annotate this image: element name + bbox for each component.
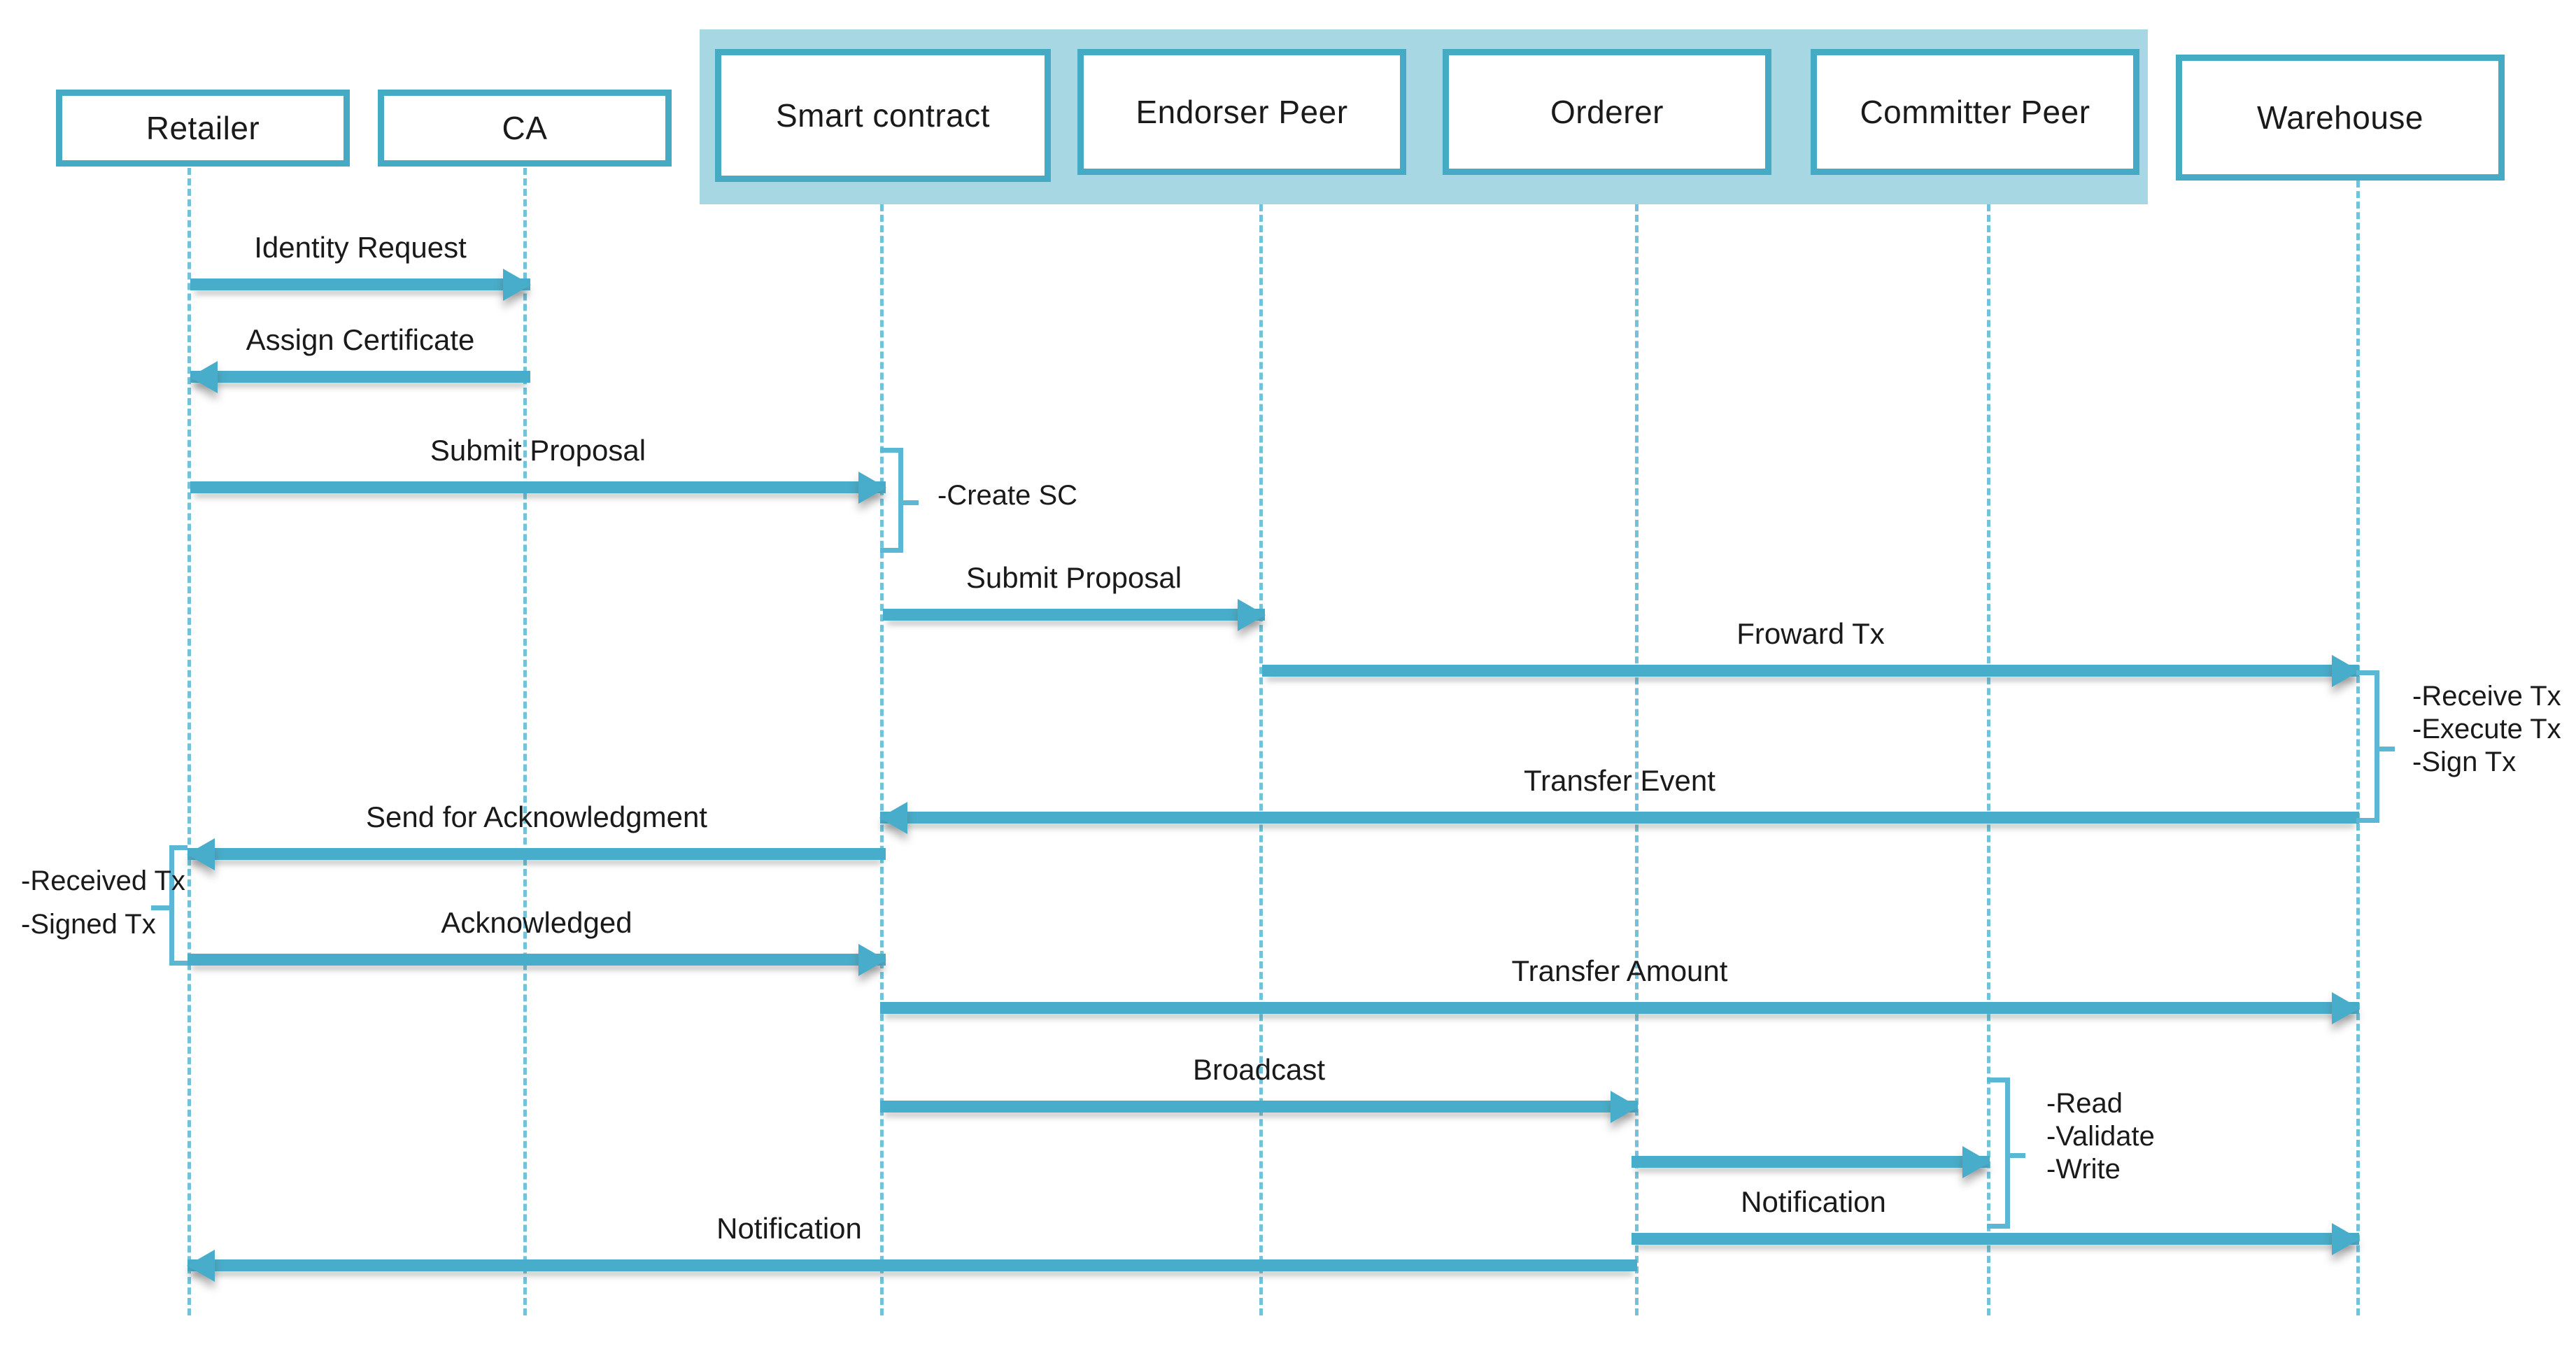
brace-arm-bottom	[2356, 818, 2375, 823]
arrow-head-right-icon	[503, 269, 531, 301]
brace-tip	[900, 500, 919, 505]
message-label: Broadcast	[1192, 1053, 1326, 1086]
note-line: -Received Tx	[21, 866, 185, 896]
participant-label-warehouse: Warehouse	[2256, 99, 2424, 136]
brace-arm-bottom	[1987, 1224, 2005, 1229]
arrow-head-left-icon	[879, 802, 907, 834]
participant-box-endorser-peer[interactable]: Endorser Peer	[1077, 49, 1406, 175]
note-line: -Validate	[2046, 1121, 2155, 1152]
note-warehouse-actions: -Receive Tx -Execute Tx -Sign Tx	[2412, 680, 2561, 779]
brace-arm-top	[169, 845, 187, 850]
participant-box-ca[interactable]: CA	[378, 90, 672, 167]
note-line: -Create SC	[937, 480, 1078, 511]
message-line	[190, 481, 886, 493]
participant-label-retailer: Retailer	[146, 110, 260, 146]
brace-retailer-actions	[151, 845, 193, 966]
arrow-head-right-icon	[2332, 1223, 2360, 1255]
message-label: Transfer Amount	[1511, 954, 1728, 987]
lifeline-committer-peer	[1987, 204, 1990, 1315]
message-label: Notification	[716, 1212, 862, 1245]
message-line	[880, 812, 2359, 824]
brace-arm-bottom	[169, 961, 187, 966]
lifeline-ca	[523, 168, 527, 1315]
participant-label-endorser-peer: Endorser Peer	[1135, 94, 1348, 130]
brace-create-sc	[880, 448, 922, 553]
brace-tip	[151, 905, 169, 910]
note-line: -Receive Tx	[2412, 681, 2561, 712]
brace-arm-bottom	[880, 548, 898, 553]
note-line: -Signed Tx	[21, 909, 156, 940]
message-label: Submit Proposal	[430, 434, 646, 467]
arrow-head-left-icon	[187, 838, 215, 870]
participant-label-orderer: Orderer	[1550, 94, 1664, 130]
brace-arm-top	[1987, 1078, 2005, 1082]
message-line	[187, 848, 886, 860]
message-line	[880, 1002, 2359, 1014]
arrow-head-left-icon	[187, 1250, 215, 1282]
brace-vertical	[169, 845, 174, 966]
message-label: Transfer Event	[1524, 764, 1715, 797]
arrow-head-right-icon	[1238, 599, 1266, 631]
brace-tip	[2007, 1153, 2025, 1158]
message-line	[190, 371, 530, 383]
participant-box-retailer[interactable]: Retailer	[56, 90, 350, 167]
lifeline-orderer	[1635, 204, 1639, 1315]
brace-committer-actions	[1987, 1078, 2029, 1229]
message-label: Froward Tx	[1736, 617, 1885, 650]
participant-label-smart-contract: Smart contract	[775, 97, 991, 134]
brace-arm-top	[880, 448, 898, 453]
note-create-sc: -Create SC	[937, 479, 1077, 512]
message-line	[1632, 1233, 2359, 1245]
participant-label-committer-peer: Committer Peer	[1860, 94, 2090, 130]
note-committer-actions: -Read -Validate -Write	[2046, 1087, 2155, 1187]
arrow-head-right-icon	[2332, 655, 2360, 687]
participant-box-smart-contract[interactable]: Smart contract	[715, 49, 1051, 182]
message-line	[883, 609, 1265, 621]
message-line	[1262, 665, 2359, 677]
note-line: -Write	[2046, 1154, 2121, 1185]
message-label: Identity Request	[254, 231, 467, 264]
lifeline-warehouse	[2356, 181, 2360, 1315]
participant-box-orderer[interactable]: Orderer	[1443, 49, 1771, 175]
arrow-head-left-icon	[190, 361, 218, 393]
arrow-head-right-icon	[1611, 1091, 1639, 1123]
message-label: Assign Certificate	[246, 323, 475, 356]
participant-box-warehouse[interactable]: Warehouse	[2176, 55, 2505, 181]
participant-label-ca: CA	[502, 110, 548, 146]
message-label: Send for Acknowledgment	[366, 800, 707, 833]
arrow-head-right-icon	[1962, 1146, 1990, 1178]
arrow-head-right-icon	[2332, 992, 2360, 1024]
message-line	[880, 1101, 1638, 1113]
message-label: Acknowledged	[441, 906, 632, 939]
arrow-head-right-icon	[858, 944, 886, 976]
message-line	[187, 954, 886, 966]
lifeline-endorser-peer	[1259, 204, 1263, 1315]
arrow-head-right-icon	[858, 472, 886, 504]
participant-box-committer-peer[interactable]: Committer Peer	[1811, 49, 2139, 175]
note-line: -Sign Tx	[2412, 747, 2517, 778]
message-label: Submit Proposal	[965, 561, 1182, 594]
message-line	[1632, 1156, 1990, 1168]
message-line	[190, 278, 530, 290]
note-retailer-actions: -Received Tx -Signed Tx	[21, 859, 185, 946]
brace-warehouse-actions	[2356, 670, 2398, 823]
message-label: Notification	[1741, 1185, 1886, 1218]
lifeline-smart-contract	[880, 204, 884, 1315]
lifeline-retailer	[187, 168, 191, 1315]
note-line: -Execute Tx	[2412, 714, 2561, 745]
brace-arm-top	[2356, 670, 2375, 675]
brace-tip	[2377, 747, 2395, 751]
message-line	[187, 1259, 1637, 1271]
note-line: -Read	[2046, 1088, 2123, 1119]
